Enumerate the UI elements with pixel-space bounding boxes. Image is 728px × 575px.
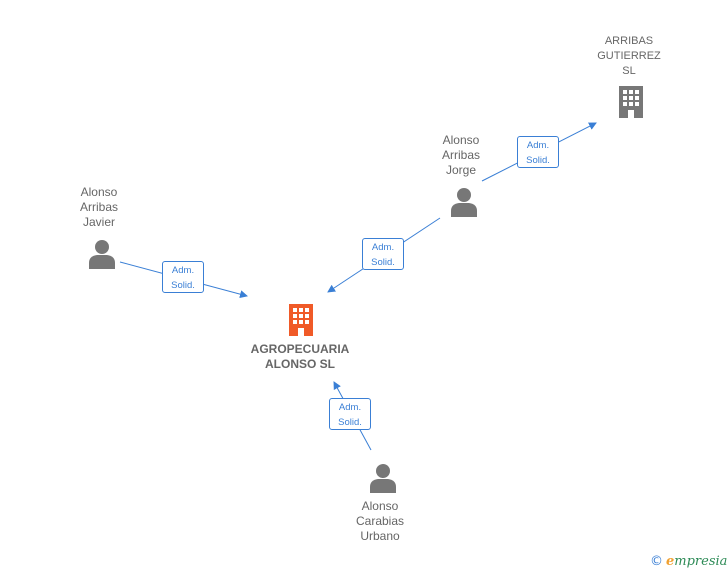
node-label-agropecuaria-alonso[interactable]: AGROPECUARIA ALONSO SL bbox=[250, 342, 350, 371]
node-label-alonso-carabias-urbano[interactable]: Alonso Carabias Urbano bbox=[355, 499, 405, 543]
person-icon[interactable] bbox=[449, 187, 479, 217]
node-label-alonso-arribas-javier[interactable]: Alonso Arribas Javier bbox=[79, 185, 118, 229]
relation-type: Solid. bbox=[526, 155, 550, 166]
building-icon-main[interactable] bbox=[285, 302, 317, 336]
relation-role: Adm. bbox=[526, 140, 550, 151]
empresia-watermark: ©empresia bbox=[650, 554, 727, 569]
relation-badge[interactable]: Adm. Solid. bbox=[362, 238, 404, 270]
node-label-arribas-gutierrez[interactable]: ARRIBAS GUTIERREZ SL bbox=[597, 35, 661, 77]
relation-type: Solid. bbox=[171, 280, 195, 291]
node-label-alonso-arribas-jorge[interactable]: Alonso Arribas Jorge bbox=[441, 133, 480, 177]
copyright-icon: © bbox=[650, 554, 663, 569]
relation-badge[interactable]: Adm. Solid. bbox=[517, 136, 559, 168]
brand-initial: e bbox=[666, 554, 675, 569]
person-icon[interactable] bbox=[87, 239, 117, 269]
building-icon[interactable] bbox=[615, 84, 647, 118]
relation-role: Adm. bbox=[371, 242, 395, 253]
relation-badge[interactable]: Adm. Solid. bbox=[162, 261, 204, 293]
relation-role: Adm. bbox=[171, 265, 195, 276]
relation-badge[interactable]: Adm. Solid. bbox=[329, 398, 371, 430]
relation-type: Solid. bbox=[371, 257, 395, 268]
relation-role: Adm. bbox=[338, 402, 362, 413]
person-icon[interactable] bbox=[368, 463, 398, 493]
brand-name: mpresia bbox=[674, 554, 728, 569]
relation-type: Solid. bbox=[338, 417, 362, 428]
